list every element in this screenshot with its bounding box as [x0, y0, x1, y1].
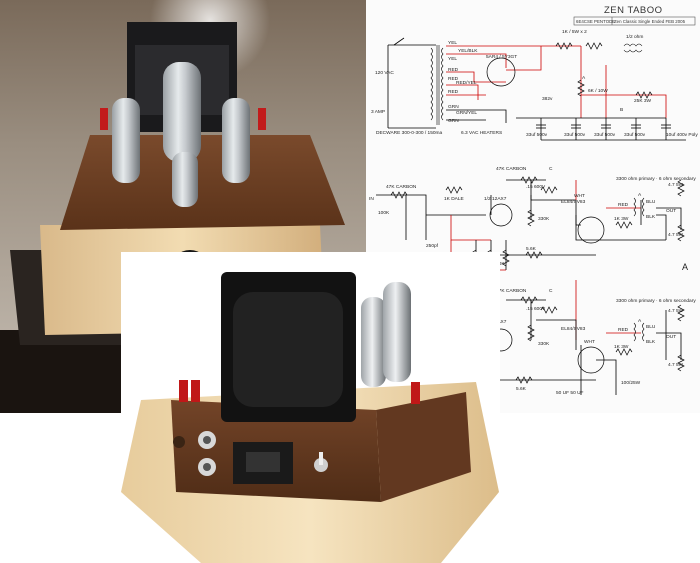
ch2-blk-label: BLK [646, 339, 656, 345]
ch1-coupling-label: .15 600V [526, 184, 546, 190]
ch1-dale-label: 1K DALE [444, 196, 464, 202]
ch2-r47a-label: 4.7 5W [668, 308, 684, 314]
amplifier-photo-rear [121, 252, 500, 563]
cap-label-1: 33uf 500v [564, 132, 586, 138]
ch2-output-tube-label: EL84/SV83 [561, 326, 586, 332]
ch1-r10k-c: 10K [496, 261, 505, 267]
resistor-6k-label: 6K / 10W [588, 88, 608, 94]
ch1-node-a-label: A [638, 192, 642, 198]
wire-label-4: RED [448, 76, 459, 82]
ch1-blk-label: BLK [646, 214, 656, 220]
ch1-grid-leak-label: 330K [538, 216, 550, 222]
ch1-cap250-label: 250pf [426, 243, 439, 249]
ch1-in-label: IN [369, 196, 374, 202]
choke-resistor-label: 1K / 5W x 2 [562, 29, 587, 35]
ch1-transformer-label: 3300 ohm primary · 6 ohm secondary [616, 176, 696, 182]
ch1-red-label: RED [618, 202, 629, 208]
ch1-wht-label: WHT [574, 193, 585, 199]
half-ohm-label: 1/2 ohm [626, 34, 643, 40]
mains-label: 120 VAC [375, 70, 394, 76]
schematic-subtitle-right: Zen Classic Single Ended FEB 2005 [614, 19, 686, 24]
ch2-coupling-label: .15 600V [526, 306, 546, 312]
ch1-node-c-label: C [549, 166, 553, 172]
ch1-grid-stopper-label: 47K CARBON [386, 184, 417, 190]
ch2-node-a-label: A [638, 318, 642, 324]
rectifier-label: 5AR4 / 5Y3GT [486, 54, 517, 60]
point-b-label: B [620, 107, 623, 113]
schematic-subtitle-left: 6E4CSE PENTODE [576, 19, 615, 24]
wire-label-6: RED [448, 89, 459, 95]
cap-label-2: 33uf 500v [594, 132, 616, 138]
cap-label-0: 33uf 500v [526, 132, 548, 138]
ch1-out-label: OUT [666, 208, 676, 214]
ch1-output-tube-label: EL84/SV83 [561, 199, 586, 205]
ch1-r47b-label: 4.7 5W [668, 232, 684, 238]
ch2-wht-label: WHT [584, 339, 595, 345]
ch2-node-c-label: C [549, 288, 553, 294]
ch1-r47a-label: 4.7 5W [668, 182, 684, 188]
cap-label-3: 33uf 500v [624, 132, 646, 138]
ch1-pot-label: 100K [378, 210, 390, 216]
ch1-driver-label: 1/2 12AX7 [484, 196, 507, 202]
fuse-label: 3 AMP [371, 109, 385, 115]
ch1-cathode-label: 47K CARBON [496, 166, 527, 172]
ch2-out-label: OUT [666, 334, 676, 340]
wire-label-0: YEL [448, 40, 457, 46]
cap-label-4: 10uf 400v Poly [666, 132, 698, 138]
ch1-blu-label: BLU [646, 199, 656, 205]
transformer-label: DECWARE 300-0-300 / 150ma [376, 130, 443, 136]
resistor-25k-label: 25K 3W [634, 98, 652, 104]
wire-label-1: YEL/BLK [458, 48, 478, 54]
ch2-transformer-label: 3300 ohm primary · 6 ohm secondary [616, 298, 696, 304]
wire-label-3: RED [448, 67, 459, 73]
schematic-title: ZEN TABOO [604, 5, 663, 16]
ch2-cap50-label: 50 UF 50 UF [556, 390, 584, 396]
supply-voltage-label: 382v [542, 96, 553, 102]
ch2-grid-leak-label: 330K [538, 341, 550, 347]
wire-label-9: GRN [448, 118, 459, 124]
ch2-big-a-label: A [682, 262, 688, 272]
heaters-label: 6.3 VAC HEATERS [461, 130, 502, 136]
ch2-cathode-label: 47K CARBON [496, 288, 527, 294]
ch1-screen-label: 1K 3W [614, 216, 629, 222]
ch2-red-label: RED [618, 327, 629, 333]
ch2-blu-label: BLU [646, 324, 656, 330]
ch2-fb-label: 5.6K [516, 386, 527, 392]
ch2-screen-label: 1K 3W [614, 344, 629, 350]
point-a-label: A [582, 75, 586, 81]
wire-label-8: GRN/YEL [456, 110, 477, 116]
ch2-cap100-label: 100/25W [621, 380, 641, 386]
wire-label-7: GRN [448, 104, 459, 110]
ch2-r47b-label: 4.7 5W [668, 362, 684, 368]
wire-label-2: YEL [448, 56, 457, 62]
wire-label-5: RED/YEL [456, 80, 477, 86]
ch1-fb-label: 5.6K [526, 246, 537, 252]
